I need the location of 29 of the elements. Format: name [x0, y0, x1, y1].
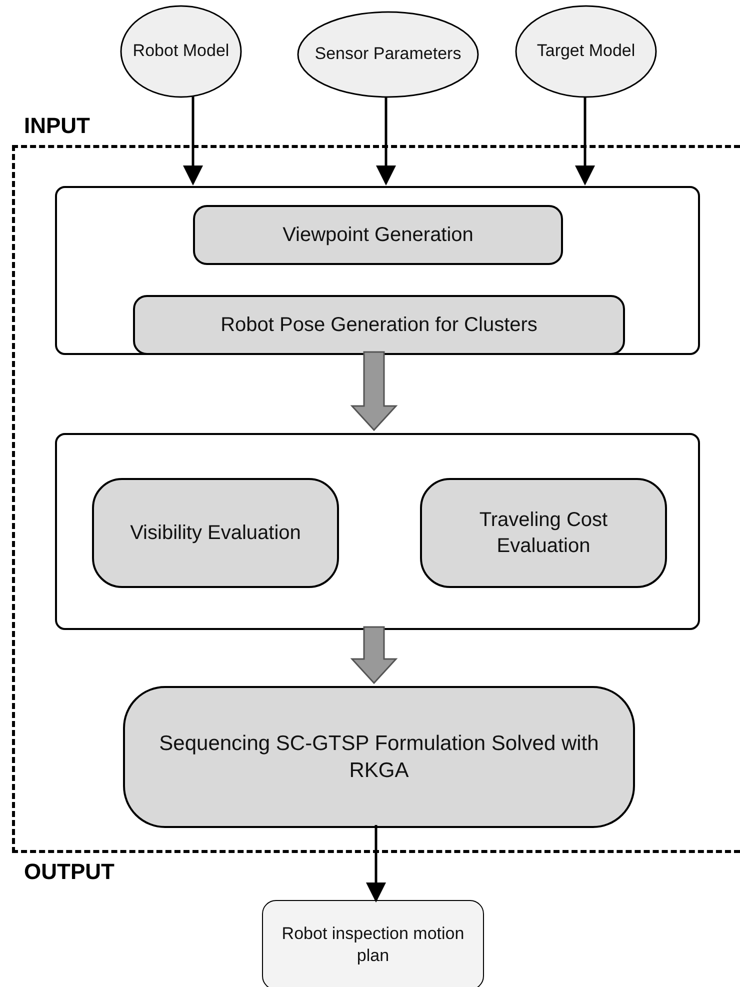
process-box	[420, 478, 667, 588]
block-arrow	[350, 626, 398, 684]
node-text: Traveling Cost Evaluation	[478, 508, 609, 559]
dashed-region	[12, 145, 740, 853]
arrow	[376, 97, 396, 186]
node-text: Viewpoint Generation	[282, 223, 474, 248]
input-ellipse	[515, 5, 657, 98]
process-box	[133, 295, 625, 355]
section-label: OUTPUT	[24, 859, 114, 885]
process-box	[123, 686, 635, 828]
arrow	[575, 97, 595, 186]
block-arrow	[350, 351, 398, 432]
node-text: Visibility Evaluation	[129, 521, 302, 546]
group-box	[55, 186, 700, 355]
arrow	[366, 825, 386, 902]
process-box	[193, 205, 563, 265]
node-text: Robot Model	[132, 40, 230, 62]
node-text: Target Model	[536, 40, 636, 62]
node-text: Sequencing SC-GTSP Formulation Solved with RKGA	[158, 730, 600, 784]
process-box	[262, 900, 484, 987]
input-ellipse	[297, 11, 479, 98]
process-box	[92, 478, 339, 588]
node-text: Robot Pose Generation for Clusters	[220, 313, 538, 338]
node-text: Robot inspection motion plan	[280, 922, 466, 967]
section-label: INPUT	[24, 113, 90, 139]
group-box	[55, 433, 700, 630]
arrow	[183, 96, 203, 186]
node-text: Sensor Parameters	[314, 43, 462, 66]
input-ellipse	[120, 5, 242, 98]
